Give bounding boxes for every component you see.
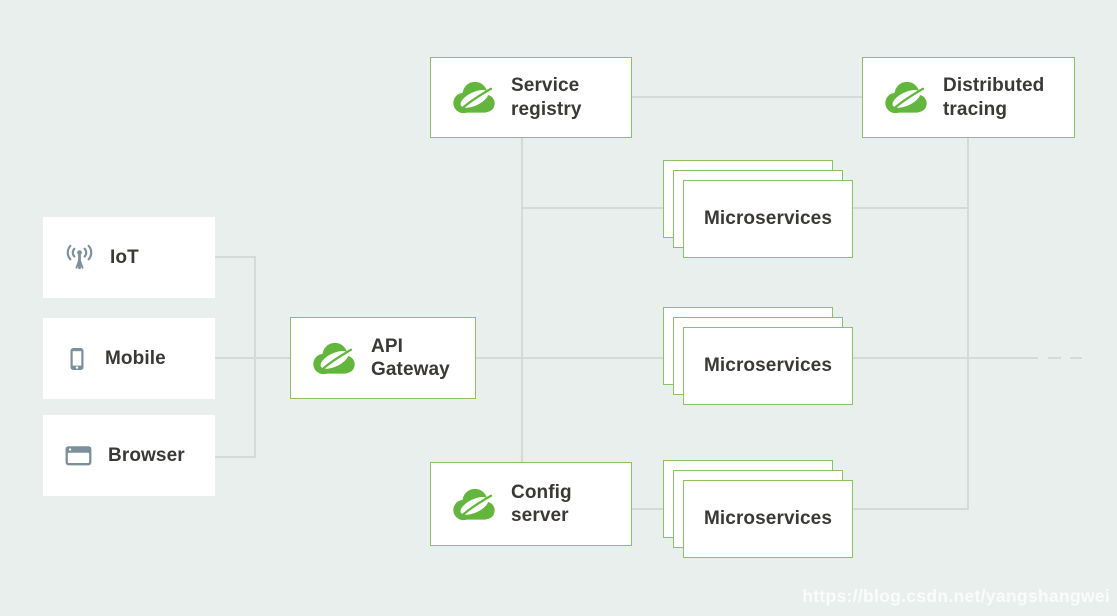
node-service-registry: Service registry (430, 57, 632, 138)
node-label: Microservices (703, 208, 833, 230)
node-api-gateway: API Gateway (290, 317, 476, 399)
node-mobile: Mobile (43, 318, 215, 399)
node-label: Browser (108, 444, 185, 466)
node-iot: IoT (43, 217, 215, 298)
node-label: Config server (511, 481, 572, 526)
antenna-icon (63, 244, 96, 272)
node-label: IoT (110, 246, 139, 268)
connector-ms-top-tracing-line (851, 207, 968, 209)
node-microservices: Microservices (683, 480, 853, 558)
browser-window-icon (63, 442, 94, 469)
microservices-stack-middle: Microservices (663, 307, 858, 412)
node-microservices: Microservices (683, 327, 853, 405)
connector-registry-config-line (521, 138, 523, 463)
node-label: Distributed tracing (943, 75, 1045, 120)
connector-main-dash (1048, 357, 1061, 359)
connector-mobile-gateway-line (215, 357, 290, 359)
node-label: Service registry (511, 75, 582, 120)
node-distributed-tracing: Distributed tracing (862, 57, 1075, 138)
connector-config-ms-bottom-line (632, 508, 683, 510)
node-config-server: Config server (430, 462, 632, 546)
spring-cloud-logo-icon (451, 79, 497, 116)
node-browser: Browser (43, 415, 215, 496)
microservices-stack-bottom: Microservices (663, 460, 858, 565)
connector-main-dash (1070, 357, 1082, 359)
microservices-stack-top: Microservices (663, 160, 858, 265)
connector-registry-ms-top-line (522, 207, 683, 209)
smartphone-icon (63, 345, 91, 373)
node-label: Microservices (703, 355, 833, 377)
connector-iot-line (215, 256, 255, 258)
node-label: Microservices (703, 508, 833, 530)
connector-registry-tracing-line (632, 96, 862, 98)
watermark-text: https://blog.csdn.net/yangshangwei (802, 586, 1110, 606)
connector-browser-line (215, 456, 255, 458)
connector-ms-bottom-tracing-line (851, 508, 968, 510)
spring-cloud-logo-icon (451, 486, 497, 523)
node-microservices: Microservices (683, 180, 853, 258)
connector-tracing-down-line (967, 138, 969, 510)
spring-cloud-logo-icon (311, 340, 357, 377)
node-label: API Gateway (371, 335, 450, 380)
spring-cloud-logo-icon (883, 79, 929, 116)
node-label: Mobile (105, 347, 166, 369)
